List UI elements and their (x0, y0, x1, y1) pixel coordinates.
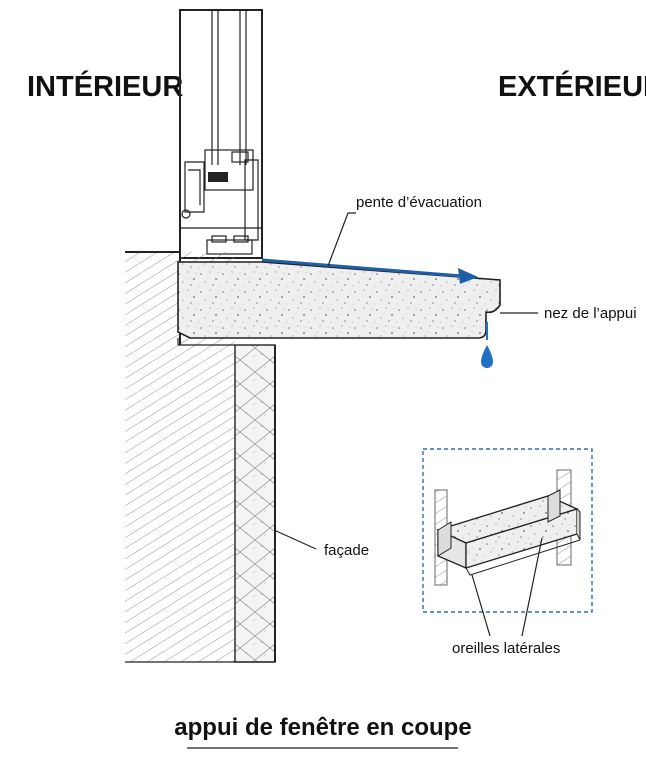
nose-label: nez de l’appui (544, 305, 637, 322)
interior-label: INTÉRIEUR (27, 69, 183, 103)
inset-detail (422, 448, 593, 613)
inset-border (422, 448, 593, 613)
water-drop-icon (481, 322, 493, 368)
slope-leader-line (327, 212, 356, 267)
exterior-label: EXTÉRIEUR (498, 69, 646, 103)
insulation-layer (234, 344, 276, 663)
side-ears-leader-lines (471, 537, 543, 637)
facade-leader-line (273, 529, 317, 550)
window-frame (179, 9, 263, 259)
diagram-caption: appui de fenêtre en coupe (174, 714, 471, 741)
window-sill-nose (177, 261, 501, 339)
side-ears-label: oreilles latérales (452, 640, 560, 657)
facade-label: façade (324, 542, 369, 559)
slope-arrow-icon (261, 258, 478, 284)
slope-label: pente d’évacuation (356, 194, 482, 211)
